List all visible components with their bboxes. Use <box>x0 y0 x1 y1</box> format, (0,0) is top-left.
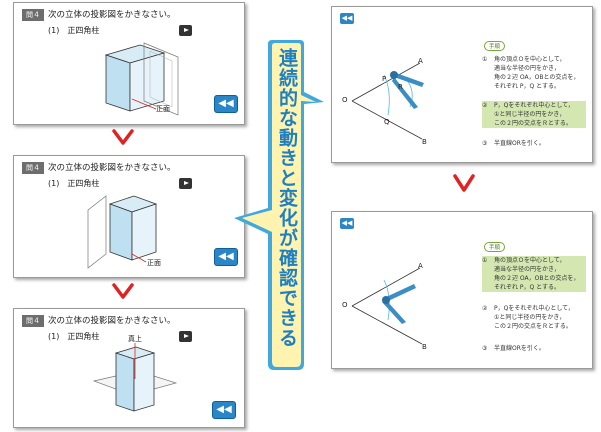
point-r: R <box>398 83 403 91</box>
steps-heading: 手順 <box>484 242 506 252</box>
point-q: Q <box>384 118 390 126</box>
question-sub: (1) 正四角柱 <box>48 332 100 341</box>
callout-bubble <box>234 40 324 370</box>
top-label: 真上 <box>128 335 142 343</box>
question-text: 次の立体の投影図をかきなさい。 <box>48 163 176 173</box>
back-button[interactable]: ◀◀ <box>214 95 238 113</box>
back-button[interactable]: ◀◀ <box>214 248 238 266</box>
question-text: 次の立体の投影図をかきなさい。 <box>48 10 176 20</box>
question-tag: 問４ <box>22 162 44 174</box>
back-button[interactable]: ◀◀ <box>340 218 354 229</box>
callout-text: 連続的な動きと変化が確認できる <box>276 48 298 348</box>
point-o: O <box>342 96 348 104</box>
question-tag: 問４ <box>22 315 44 327</box>
prism-frame-2: 問４ 次の立体の投影図をかきなさい。 (1) 正四角柱 正面 ◀◀ <box>13 155 245 278</box>
steps-heading: 手順 <box>484 41 506 51</box>
down-arrow-3 <box>453 174 475 192</box>
down-arrow-2 <box>112 283 134 299</box>
angle-bisector-diagram <box>351 62 424 140</box>
question-tag: 問４ <box>22 9 44 21</box>
front-label: 正面 <box>156 105 170 113</box>
prism-illustration <box>104 42 179 116</box>
point-b: B <box>422 138 427 146</box>
play-button[interactable] <box>179 25 192 36</box>
point-o: O <box>342 301 348 309</box>
front-label: 正面 <box>147 259 161 267</box>
compass-icon <box>382 284 416 324</box>
point-b: B <box>422 343 427 351</box>
point-a: A <box>418 262 423 270</box>
compass-icon <box>390 71 424 109</box>
question-sub: (1) 正四角柱 <box>48 26 100 35</box>
prism-frame-3: 問４ 次の立体の投影図をかきなさい。 (1) 正四角柱 真上 ◀◀ <box>13 308 245 428</box>
prism-frame-1: 問４ 次の立体の投影図をかきなさい。 (1) 正四角柱 正面 ◀◀ <box>13 2 245 125</box>
question-sub: (1) 正四角柱 <box>48 179 100 188</box>
play-button[interactable] <box>179 331 192 342</box>
down-arrow-1 <box>112 129 134 145</box>
question-text: 次の立体の投影図をかきなさい。 <box>48 316 176 326</box>
point-a: A <box>418 57 423 65</box>
angle-bisector-diagram <box>351 267 423 345</box>
prism-illustration <box>87 195 158 269</box>
point-p: P <box>382 75 387 83</box>
prism-illustration <box>92 343 178 412</box>
back-button[interactable]: ◀◀ <box>212 401 236 419</box>
back-button[interactable]: ◀◀ <box>340 13 354 24</box>
play-button[interactable] <box>179 178 192 189</box>
